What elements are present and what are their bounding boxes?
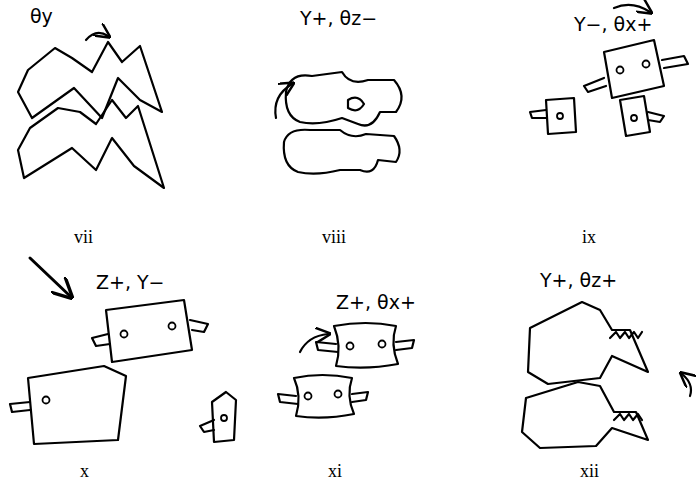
label-text: θy	[30, 5, 53, 27]
label-text: Y−, θx+	[574, 13, 652, 35]
label-text: Y+, θz−	[300, 7, 377, 29]
panel-numeral: ix	[582, 228, 596, 248]
label-text: ix	[582, 227, 596, 247]
panel-numeral: x	[80, 462, 89, 482]
motion-label: θy	[30, 6, 53, 27]
panel-numeral: xii	[580, 462, 599, 482]
motion-label: Y+, θz+	[540, 270, 617, 291]
label-text: x	[80, 461, 89, 481]
label-text: xi	[328, 461, 342, 481]
motion-label: Y−, θx+	[574, 14, 652, 35]
panel-numeral: viii	[322, 228, 346, 248]
vertebra-pair-xi	[278, 323, 414, 418]
label-text: vii	[74, 227, 93, 247]
vertebra-set-x	[10, 258, 236, 444]
label-text: Z+, Y−	[96, 271, 165, 293]
label-text: Y+, θz+	[540, 269, 617, 291]
motion-label: Z+, θx+	[336, 292, 416, 313]
label-text: viii	[322, 227, 346, 247]
label-text: xii	[580, 461, 599, 481]
motion-label: Y+, θz−	[300, 8, 377, 29]
vertebra-pair-vii	[18, 33, 164, 188]
vertebra-pair-xii	[522, 302, 691, 448]
label-text: Z+, θx+	[336, 291, 416, 313]
vertebra-pair-viii	[275, 72, 401, 174]
panel-numeral: vii	[74, 228, 93, 248]
motion-label: Z+, Y−	[96, 272, 165, 293]
vertebra-set-ix	[530, 5, 688, 136]
panel-numeral: xi	[328, 462, 342, 482]
